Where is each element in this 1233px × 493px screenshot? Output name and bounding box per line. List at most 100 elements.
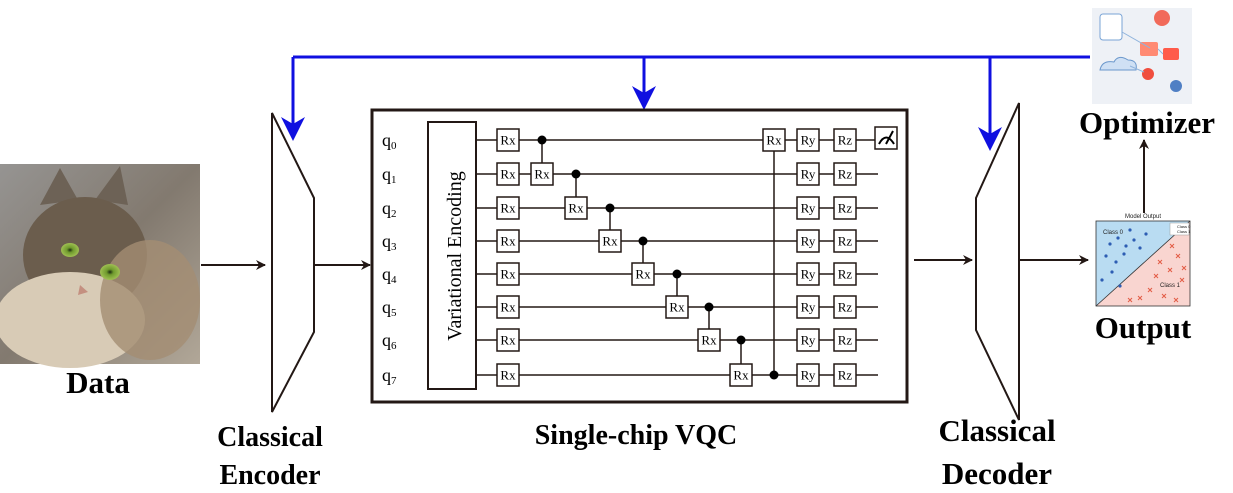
- gate-rx: Rx: [697, 328, 721, 352]
- class0-point: [1108, 242, 1112, 246]
- gate-rx: Rx: [598, 229, 622, 253]
- encoder-label-line2: Encoder: [219, 460, 320, 491]
- svg-text:Rx: Rx: [500, 201, 516, 216]
- decoder-label-line2: Decoder: [942, 456, 1052, 491]
- gate-ry: Ry: [796, 128, 820, 152]
- gate-rx: Rx: [496, 295, 520, 319]
- gate-rx: Rx: [564, 196, 588, 220]
- svg-text:Rx: Rx: [733, 368, 749, 383]
- svg-text:Ry: Ry: [801, 167, 816, 182]
- svg-text:Ry: Ry: [801, 300, 816, 315]
- gate-rz: Rz: [833, 262, 857, 286]
- gate-rx: Rx: [496, 363, 520, 387]
- class0-point: [1138, 246, 1142, 250]
- decoder-label-line1: Classical: [938, 413, 1056, 448]
- svg-text:Ry: Ry: [801, 333, 816, 348]
- class1-point: [1173, 297, 1179, 303]
- gate-rz: Rz: [833, 128, 857, 152]
- output-label: Output: [1095, 310, 1192, 345]
- qubit-label: q3: [382, 231, 397, 253]
- class1-point: [1181, 265, 1187, 271]
- class1-point: [1147, 287, 1153, 293]
- output-legend-class1: Class 1: [1177, 229, 1191, 234]
- class0-point: [1110, 270, 1114, 274]
- qubit-label: q4: [382, 264, 397, 286]
- svg-text:Ry: Ry: [801, 234, 816, 249]
- class0-point: [1100, 278, 1104, 282]
- class1-point: [1169, 243, 1175, 249]
- gate-rx: Rx: [496, 229, 520, 253]
- svg-text:Rx: Rx: [500, 300, 516, 315]
- gate-rz: Rz: [833, 162, 857, 186]
- control-dot: [571, 169, 581, 179]
- svg-text:Rx: Rx: [701, 333, 717, 348]
- control-dot: [537, 135, 547, 145]
- output-plot-title: Model Output: [1125, 214, 1161, 220]
- classical-decoder-shape: [975, 102, 1020, 421]
- gate-rx: Rx: [530, 162, 554, 186]
- class1-point: [1175, 253, 1181, 259]
- gate-rz: Rz: [833, 196, 857, 220]
- output-legend-class0: Class 0: [1177, 224, 1191, 229]
- gate-ry: Ry: [796, 328, 820, 352]
- entangling-connectors: [537, 135, 779, 380]
- class0-point: [1124, 244, 1128, 248]
- output-plot-class1: Class 1: [1160, 283, 1181, 289]
- control-dot: [638, 236, 648, 246]
- class1-point: [1157, 259, 1163, 265]
- control-dot: [672, 269, 682, 279]
- optimizer-feedback-lines: [291, 55, 1090, 137]
- data-image: [0, 164, 200, 368]
- gate-ry: Ry: [796, 363, 820, 387]
- gate-ry: Ry: [796, 229, 820, 253]
- control-dot: [704, 302, 714, 312]
- svg-text:Rx: Rx: [635, 267, 651, 282]
- optimizer-label: Optimizer: [1079, 105, 1215, 140]
- vqc-label: Single-chip VQC: [535, 420, 738, 451]
- class0-point: [1144, 232, 1148, 236]
- control-dot: [769, 370, 779, 380]
- gate-rx: Rx: [496, 328, 520, 352]
- class1-point: [1127, 297, 1133, 303]
- svg-text:Ry: Ry: [801, 368, 816, 383]
- data-label: Data: [66, 365, 130, 400]
- class0-point: [1104, 254, 1108, 258]
- svg-text:Rx: Rx: [534, 167, 550, 182]
- svg-text:Rx: Rx: [500, 234, 516, 249]
- encoder-label-line1: Classical: [217, 422, 323, 453]
- class0-point: [1122, 252, 1126, 256]
- gate-ry: Ry: [796, 162, 820, 186]
- qubit-label: q7: [382, 365, 397, 387]
- class0-point: [1132, 238, 1136, 242]
- class1-point: [1179, 277, 1185, 283]
- class0-point: [1128, 228, 1132, 232]
- variational-encoding-label: Variational Encoding: [444, 171, 466, 340]
- svg-text:Ry: Ry: [801, 201, 816, 216]
- gate-ry: Ry: [796, 295, 820, 319]
- svg-text:Rx: Rx: [568, 201, 584, 216]
- class0-point: [1116, 236, 1120, 240]
- output-plot: Model Output Class 0 Class 1 Class 0 Cla…: [1093, 214, 1193, 308]
- output-plot-class0: Class 0: [1103, 230, 1124, 236]
- gate-rz: Rz: [833, 328, 857, 352]
- class0-point: [1118, 284, 1122, 288]
- qubit-label: q0: [382, 130, 397, 152]
- svg-text:Rz: Rz: [838, 368, 853, 383]
- gate-rx: Rx: [496, 196, 520, 220]
- svg-text:Rz: Rz: [838, 333, 853, 348]
- svg-text:Rx: Rx: [602, 234, 618, 249]
- svg-text:Rz: Rz: [838, 167, 853, 182]
- gate-rz: Rz: [833, 295, 857, 319]
- svg-text:Rx: Rx: [766, 133, 782, 148]
- svg-text:Rz: Rz: [838, 267, 853, 282]
- gate-rx: Rx: [729, 363, 753, 387]
- gate-rx: Rx: [665, 295, 689, 319]
- gate-rx: Rx: [496, 128, 520, 152]
- control-dot: [605, 203, 615, 213]
- qubit-label: q6: [382, 330, 397, 352]
- gate-rz: Rz: [833, 363, 857, 387]
- gate-rx: Rx: [762, 128, 786, 152]
